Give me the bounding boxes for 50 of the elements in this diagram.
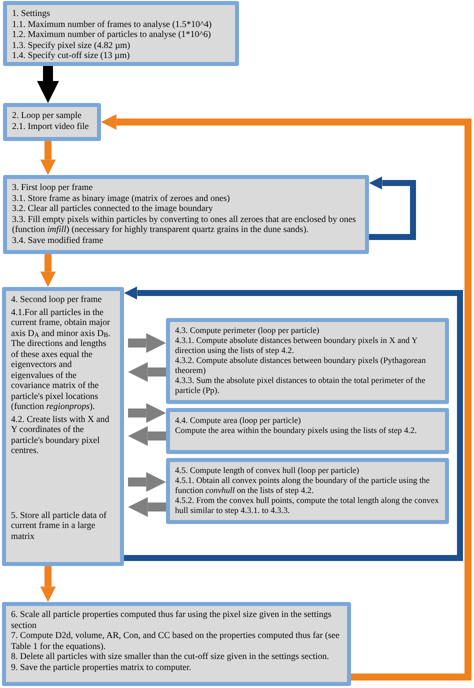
process-box: [3, 103, 101, 141]
step-text: 4.5.1. Obtain all convex points along the boundary of the particle using the function convhull on the lists of step 4.2.: [175, 475, 431, 495]
arrow: [128, 403, 166, 423]
process-box: [2, 287, 124, 566]
step-text: 3.4. Save modified frame: [12, 234, 104, 245]
step-text: 1.2. Maximum number of particles to analyse (1*10^6): [12, 29, 212, 40]
process-box: [166, 408, 449, 454]
step-text: 3.1. Store frame as binary image (matrix of zeroes and ones): [12, 192, 231, 203]
step-text: 4.3.2. Compute absolute distances between boundary pixels (Pythagorean theorem): [175, 355, 427, 375]
step-text: 1.3. Specify pixel size (4.82 µm): [12, 40, 132, 50]
step-text: 2.1. Import video file: [12, 120, 90, 131]
arrow: [128, 362, 166, 382]
step-text: 5. Store all particle data of current frame in a large matrix: [11, 510, 108, 541]
step-text: 4.2. Create lists with X and Y coordinates of the particle's boundary pixel centres.: [11, 414, 110, 456]
step-text: 4.3. Compute perimeter (loop per particle): [175, 325, 320, 335]
step-text: 4.3.3. Sum the absolute pixel distances to obtain the total perimeter of the particle (Pp).: [175, 375, 426, 395]
step-text: 3.3. Fill empty pixels within particles by converting to ones all zeroes that are enclosed by ones (function imfill) (necessary for highly transparent quartz grains in the dune sands).: [12, 214, 357, 234]
step-text: 4.4. Compute area (loop per particle): [175, 415, 302, 425]
arrow: [40, 254, 56, 287]
process-box: [166, 458, 449, 524]
step-text: 1. Settings: [12, 8, 52, 18]
process-box: [3, 1, 239, 66]
arrow: [128, 333, 166, 353]
step-text: 4.5.2. From the convex hull points, compute the total length along the convex hull similar to step 4.3.1. to 4.3.3.: [175, 495, 440, 515]
step-text: 4. Second loop per frame: [11, 294, 103, 304]
process-box: [3, 175, 369, 254]
step-text: 4.5. Compute length of convex hull (loop per particle): [175, 465, 360, 475]
step-text: 3.2. Clear all particles connected to the image boundary: [12, 203, 214, 214]
step-text: 1.1. Maximum number of frames to analyse (1.5*10^4): [12, 18, 213, 29]
arrow: [128, 472, 166, 492]
arrow: [369, 176, 416, 240]
arrow: [124, 286, 463, 561]
step-text: 4.3.1. Compute absolute distances between boundary pixels in X and Y direction using the lists of step 4.2.: [175, 335, 418, 355]
arrow: [128, 426, 166, 446]
step-text: 8. Delete all particles with size smaller than the cut-off size given in the settings section.: [11, 651, 330, 662]
step-text: 7. Compute D2d, volume, AR, Con, and CC based on the properties computed thus far (see Table 1 for the equations).: [11, 630, 340, 651]
process-box: [166, 318, 449, 404]
arrow: [101, 114, 472, 680]
arrow: [40, 141, 56, 175]
arrow: [128, 497, 166, 517]
step-text: 3. First loop per frame: [12, 182, 94, 192]
arrow: [37, 66, 59, 103]
step-text: 2. Loop per sample: [12, 110, 82, 120]
step-text: Compute the area within the boundary pixels using the lists of step 4.2.: [175, 425, 418, 435]
step-text: 1.4. Specify cut-off size (13 µm): [12, 50, 131, 60]
step-text: 6. Scale all particle properties computed thus far using the pixel size given in the settings section: [11, 609, 332, 630]
step-text: 4.1.For all particles in the current frame, obtain major axis D$_{A}$ and minor axis D$_{B}$. The directions and lengths of these axes equal the eigenvectors and eigenvalues of the covariance matrix of the particle's pixel locations (function regionprops).: [11, 306, 112, 412]
step-text: 9. Save the particle properties matrix to computer.: [11, 662, 192, 672]
process-box: [2, 602, 351, 686]
arrow: [40, 566, 56, 602]
